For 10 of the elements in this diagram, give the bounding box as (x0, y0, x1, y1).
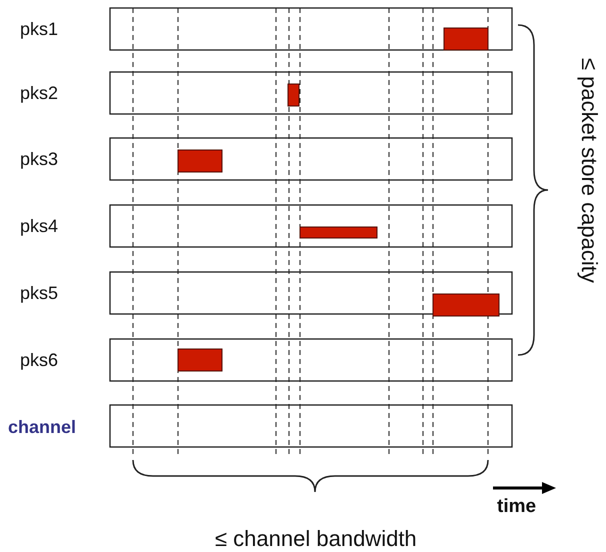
row-label: pks4 (20, 217, 58, 235)
axis-label: time (497, 497, 536, 516)
row-label: pks5 (20, 284, 58, 302)
row-label: channel (8, 418, 76, 436)
axis-label: ≤ channel bandwidth (215, 528, 417, 550)
row-label: pks6 (20, 351, 58, 369)
row-label: pks3 (20, 150, 58, 168)
row-label: pks1 (20, 20, 58, 38)
axis-label: ≤ packet store capacity (578, 58, 600, 283)
row-label: pks2 (20, 84, 58, 102)
